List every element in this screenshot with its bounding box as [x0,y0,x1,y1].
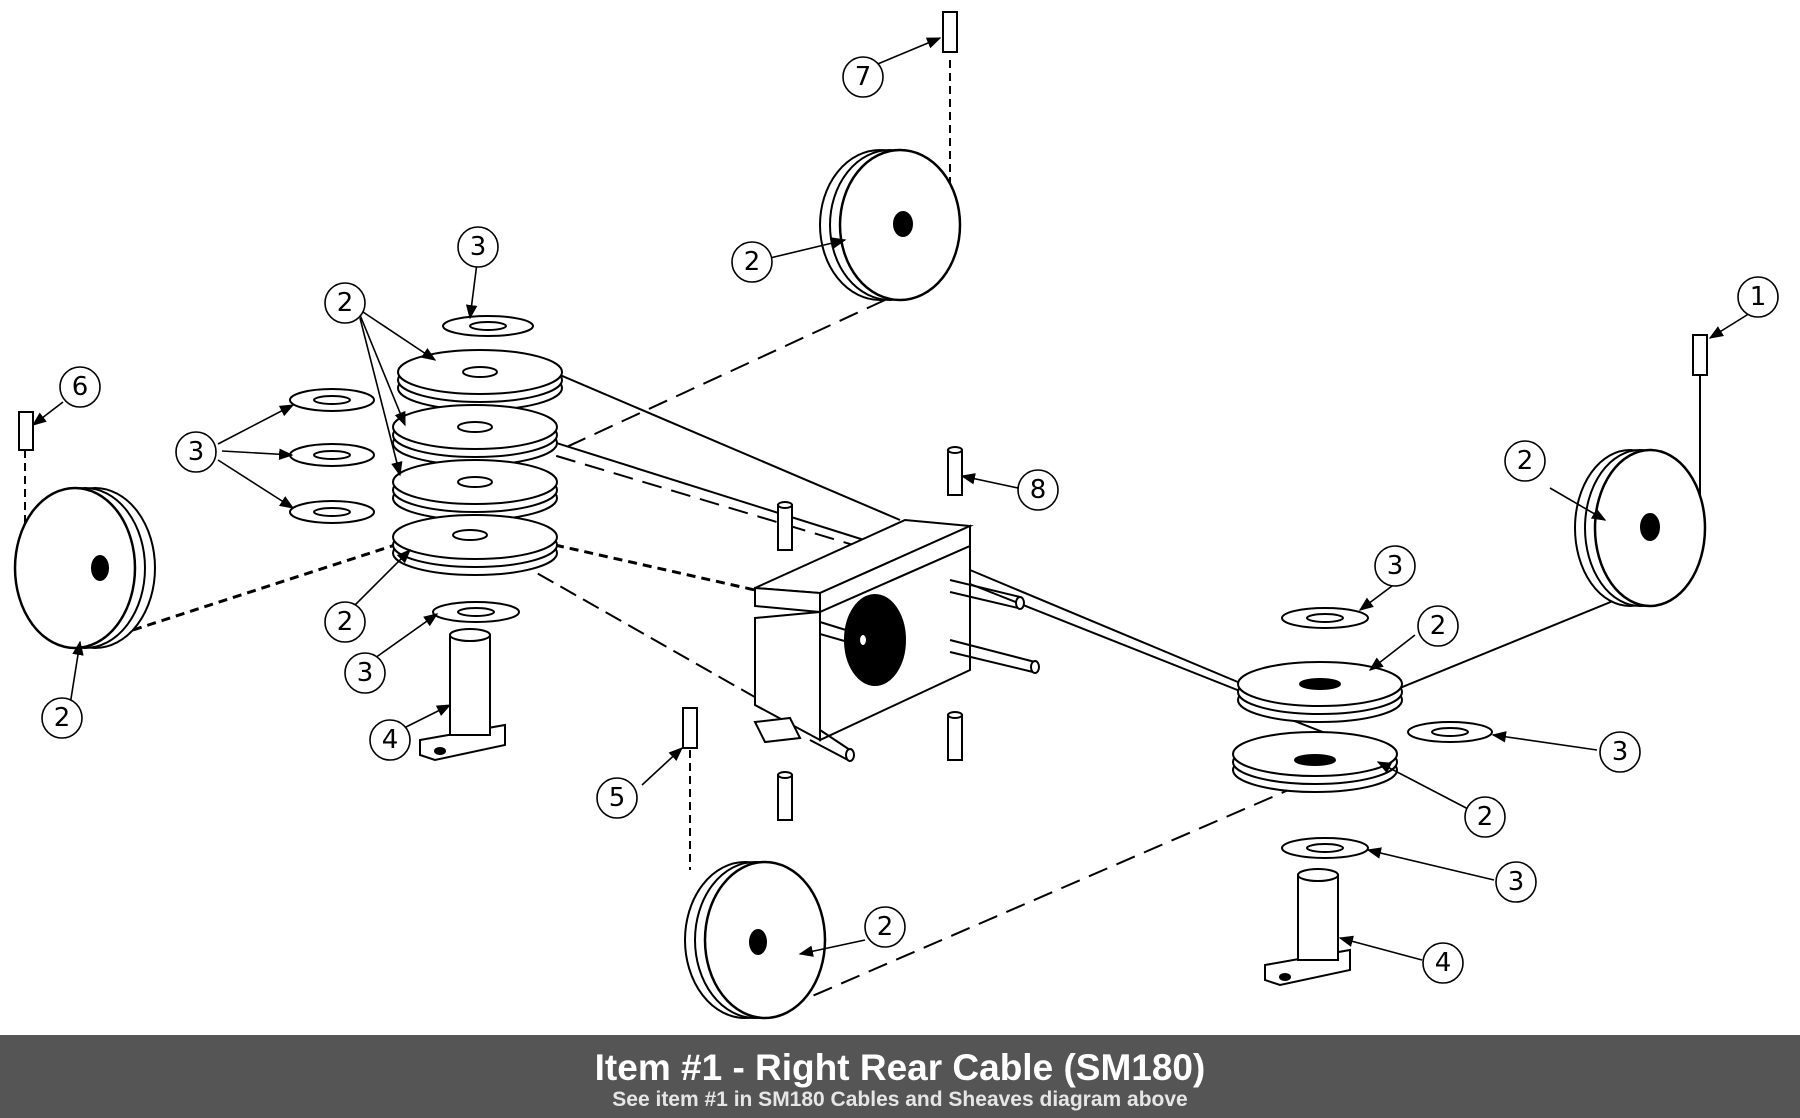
cable-end-5 [682,707,698,749]
post-left [419,628,506,762]
cable-end-7 [942,11,958,53]
callout-2-right-upper: 2 [1430,611,1447,641]
callout-3-top: 3 [470,232,487,262]
center-block [753,446,1040,821]
callout-circles [41,56,1779,984]
post-right [1264,868,1351,987]
sheave-stack-right [1232,607,1493,859]
callout-6: 6 [72,372,89,402]
callout-8: 8 [1030,475,1047,505]
callout-3-right-mid: 3 [1612,737,1629,767]
callout-4-right: 4 [1435,948,1452,978]
exploded-cable-diagram: 1 2 2 2 2 2 2 2 2 3 3 3 3 3 3 4 4 5 6 7 … [13,11,1779,1020]
callout-2-far-right: 2 [1517,446,1534,476]
callout-3-right-top: 3 [1387,551,1404,581]
callout-4-left: 4 [382,725,399,755]
sheave-bottom [684,860,827,1020]
callout-2-stack-bottom: 2 [337,607,354,637]
callout-2-bottom: 2 [877,912,894,942]
callout-7: 7 [855,62,872,92]
sheave-top [819,148,962,302]
sheave-far-right [1574,448,1707,608]
sheave-stack-left [289,315,563,623]
callout-3-side: 3 [188,437,205,467]
cable-end-1 [1692,334,1708,376]
callout-3-right-bottom: 3 [1508,867,1525,897]
sheave-left [13,486,156,650]
callout-2-stack: 2 [337,288,354,318]
cable-end-6 [18,411,34,451]
callout-2-right-lower: 2 [1477,802,1494,832]
callout-2-top: 2 [744,247,761,277]
caption-subtitle: See item #1 in SM180 Cables and Sheaves … [612,1088,1188,1111]
caption-title: Item #1 - Right Rear Cable (SM180) [594,1047,1206,1088]
callout-3-stack-bottom: 3 [357,658,374,688]
callout-2-left: 2 [54,703,71,733]
callout-1: 1 [1750,282,1767,312]
caption-bar: Item #1 - Right Rear Cable (SM180) See i… [0,1035,1800,1118]
callout-5: 5 [609,783,626,813]
